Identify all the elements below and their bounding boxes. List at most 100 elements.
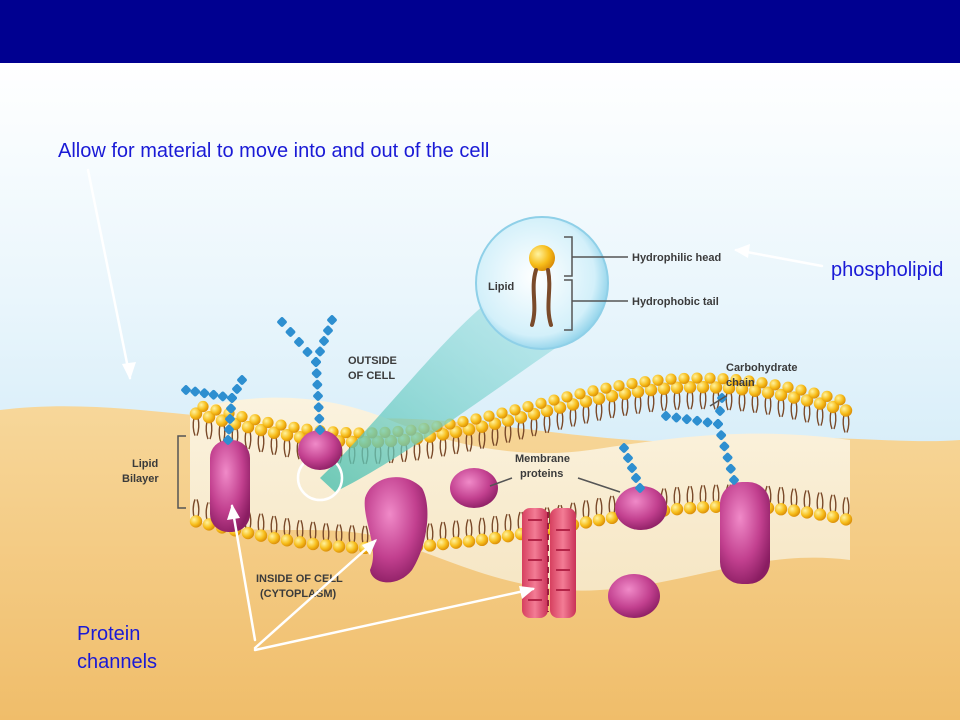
sugar-unit — [313, 391, 323, 401]
lipid-tail-icon — [530, 268, 553, 327]
sugar-unit — [217, 391, 228, 402]
lipid-head — [782, 381, 794, 393]
membrane-proteins-label-line1: Membrane — [515, 453, 570, 465]
sugar-unit — [223, 435, 233, 445]
hydrophobic-tail-label: Hydrophobic tail — [632, 296, 719, 308]
lipid-head — [301, 423, 313, 435]
outside-label-line1: OUTSIDE — [348, 355, 397, 367]
lipid-label: Lipid — [488, 281, 514, 293]
sugar-unit — [224, 424, 234, 435]
protein-channel-right — [720, 482, 770, 584]
lipid-head — [280, 534, 294, 547]
sugar-unit — [285, 327, 296, 337]
lipid-head — [709, 500, 723, 514]
lipid-head — [618, 387, 632, 400]
sugar-unit — [323, 325, 333, 336]
sugar-unit — [627, 463, 637, 473]
lipid-head — [249, 414, 261, 426]
sugar-unit — [311, 368, 322, 379]
hydrophobic-bracket — [564, 279, 573, 331]
lipid-head — [644, 383, 658, 397]
lipid-head — [236, 411, 248, 423]
sugar-unit — [225, 414, 235, 424]
lipid-head — [691, 372, 703, 384]
sugar-unit — [314, 413, 325, 424]
lipid-head — [709, 381, 723, 394]
arrowhead-channel-curved — [362, 539, 377, 555]
sugar-unit — [619, 443, 629, 453]
lipid-head — [210, 404, 222, 416]
lipid-head — [423, 539, 437, 552]
lipid-head — [280, 428, 294, 442]
lipid-head — [834, 394, 846, 406]
lipid-head — [262, 416, 274, 429]
protein-globular-top — [298, 430, 342, 470]
sugar-unit — [315, 346, 325, 357]
lipid-head — [345, 541, 359, 554]
lipid-head — [813, 508, 827, 521]
lipid-head — [449, 536, 463, 549]
lipid-head — [748, 384, 762, 397]
lipid-head — [241, 420, 255, 434]
lipid-head — [574, 388, 586, 400]
lipid-head — [436, 537, 450, 551]
function-caption: Allow for material to move into and out … — [58, 140, 490, 162]
sugar-unit — [715, 406, 725, 416]
lipid-bilayer-label-line1: Lipid — [132, 458, 158, 470]
hydrophilic-head-label: Hydrophilic head — [632, 252, 721, 264]
sugar-unit — [729, 475, 739, 485]
lipid-head — [509, 404, 521, 416]
lipid-head — [293, 536, 307, 549]
title-bar — [0, 0, 960, 63]
carbohydrate-label-line2: chain — [726, 377, 755, 389]
protein-globular-right — [615, 486, 667, 530]
lipid-head — [787, 391, 801, 404]
lipid-head — [626, 377, 638, 390]
carbohydrate-leader — [709, 395, 727, 407]
lipid-head — [821, 390, 833, 402]
sugar-unit — [237, 375, 247, 385]
lipid-head — [561, 391, 573, 403]
protein-channel-left — [210, 440, 250, 532]
sugar-unit — [713, 419, 723, 429]
sugar-unit — [702, 417, 713, 428]
lipid-head — [678, 372, 690, 385]
lipid-head — [449, 425, 463, 439]
lipid-head — [652, 374, 664, 386]
lipid-head — [332, 540, 346, 553]
lipid-head — [696, 501, 710, 514]
membrane-proteins-leader-right — [577, 477, 621, 493]
lipid-head — [722, 381, 736, 395]
sugar-unit — [312, 379, 323, 390]
lipid-head — [665, 373, 677, 385]
inside-label-line1: INSIDE OF CELL — [256, 573, 343, 585]
lipid-head — [587, 385, 599, 397]
lipid-head — [488, 531, 502, 545]
protein-globular-mid — [450, 468, 498, 508]
sugar-unit — [208, 389, 219, 400]
lipid-head — [717, 373, 729, 385]
lipid-head-icon — [529, 245, 555, 271]
lipid-head — [683, 381, 697, 394]
sugar-unit — [227, 393, 237, 403]
lipid-head — [267, 426, 281, 439]
protein-caption-line1: Protein — [77, 623, 141, 645]
lipid-head — [600, 382, 612, 394]
sugar-unit — [199, 388, 210, 399]
sugar-unit — [277, 317, 287, 327]
sugar-unit — [635, 483, 645, 493]
lipid-head — [800, 506, 814, 519]
sugar-unit — [681, 414, 692, 425]
carbohydrate-label-line1: Carbohydrate — [726, 362, 798, 374]
lipid-head — [306, 537, 320, 551]
lipid-head — [340, 427, 352, 439]
arrow-channel-center — [253, 587, 535, 652]
lipid-head — [548, 394, 560, 406]
sugar-unit — [725, 463, 736, 474]
sugar-unit — [294, 337, 304, 347]
lipid-head — [522, 401, 534, 413]
sugar-unit — [631, 473, 641, 483]
lipid-head — [470, 413, 482, 425]
lipid-head — [436, 428, 450, 441]
